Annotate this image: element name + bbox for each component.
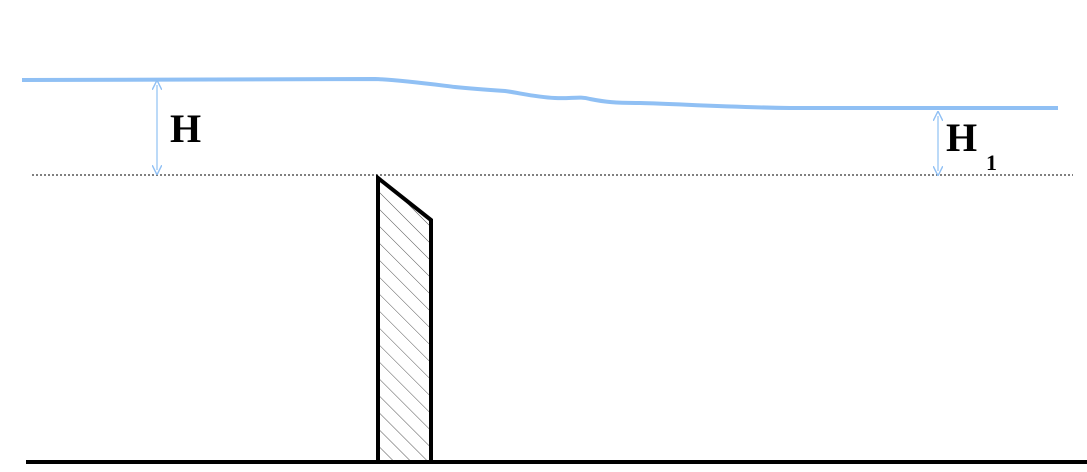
- weir-body: [376, 173, 433, 464]
- downstream-head-label: H: [946, 115, 977, 160]
- downstream-head-subscript: 1: [986, 150, 997, 175]
- upstream-head-label: H: [170, 106, 201, 151]
- water-surface-line: [21, 76, 1058, 110]
